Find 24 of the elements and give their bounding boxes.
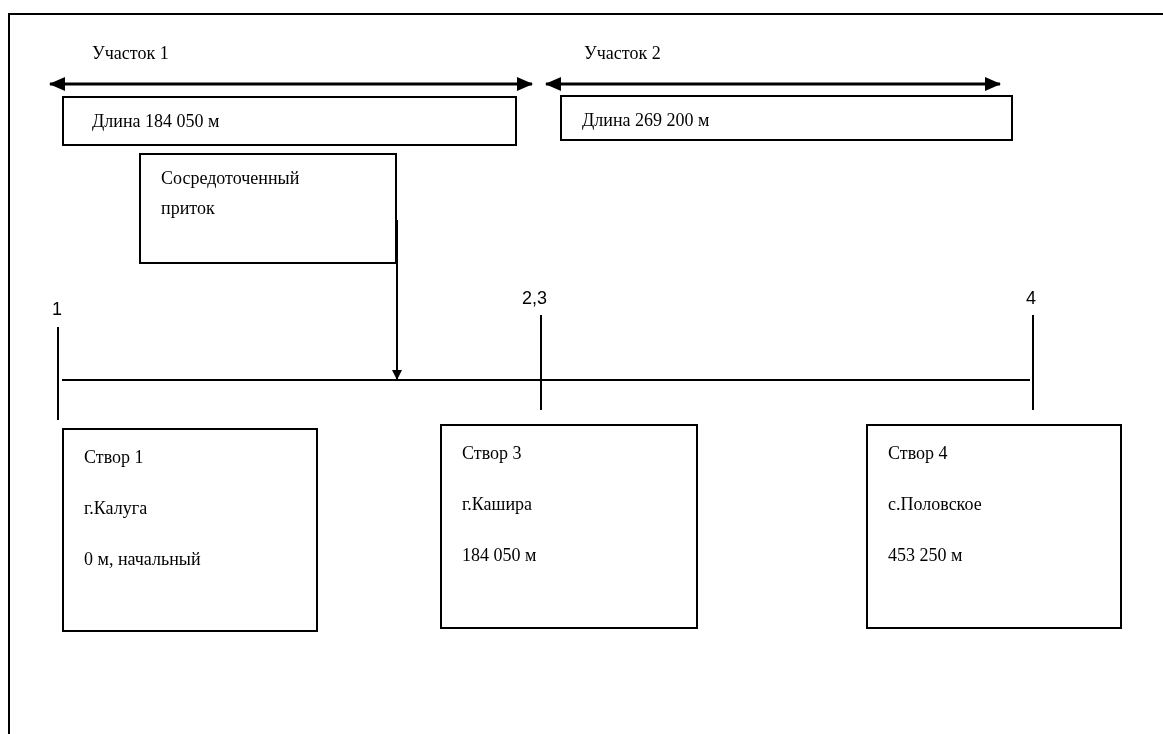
text-box xyxy=(866,424,1122,629)
box-text: Створ 4 xyxy=(888,442,949,465)
text-box xyxy=(62,96,517,146)
text-box xyxy=(440,424,698,629)
box-text: Сосредоточенный приток xyxy=(161,167,301,220)
box-text: Створ 1 xyxy=(84,446,145,469)
box-text: г.Кашира xyxy=(462,493,534,516)
text-box xyxy=(139,153,397,264)
text-box xyxy=(62,428,318,632)
box-text: 453 250 м xyxy=(888,544,964,567)
river-line xyxy=(62,379,1030,381)
box-text: Створ 3 xyxy=(462,442,523,465)
box-text: Длина 184 050 м xyxy=(92,110,221,133)
section-number: 2,3 xyxy=(522,287,548,310)
section-number: 1 xyxy=(52,298,62,321)
section-label: Участок 2 xyxy=(584,42,661,65)
section-label: Участок 1 xyxy=(92,42,169,65)
box-text: г.Калуга xyxy=(84,497,149,520)
text-box xyxy=(560,95,1013,141)
box-text: с.Половское xyxy=(888,493,983,516)
box-text: 184 050 м xyxy=(462,544,538,567)
box-text: Длина 269 200 м xyxy=(582,109,711,132)
section-number: 4 xyxy=(1026,287,1036,310)
box-text: 0 м, начальный xyxy=(84,548,202,571)
